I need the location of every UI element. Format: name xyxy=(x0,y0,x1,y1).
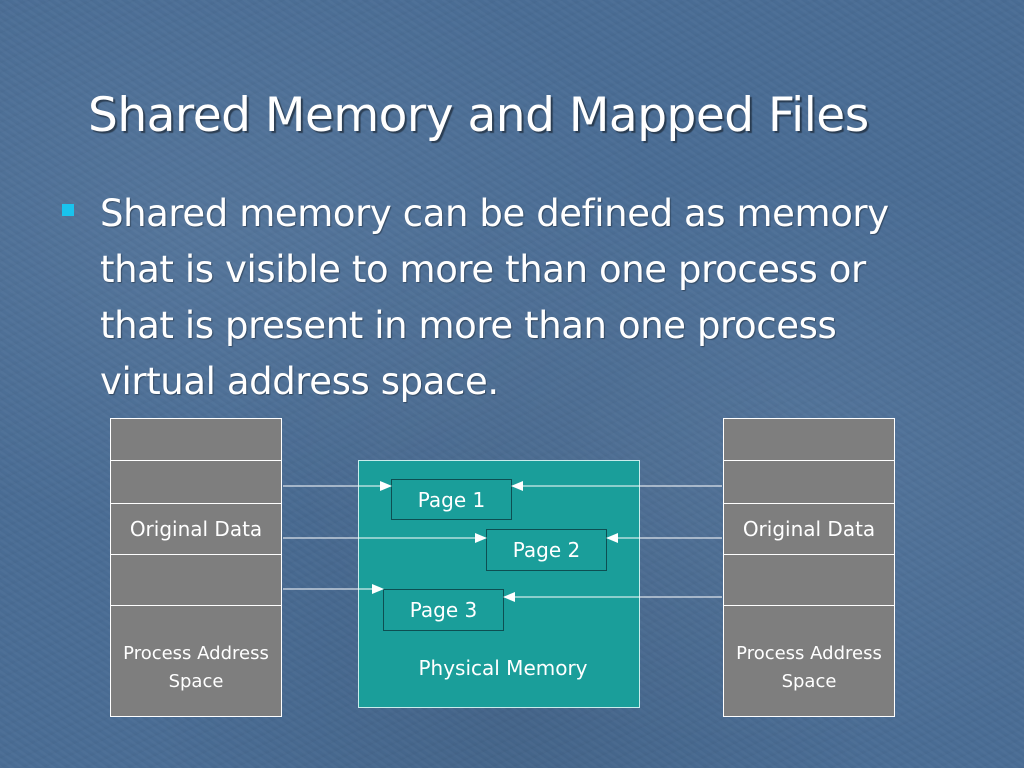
square-bullet-icon xyxy=(62,204,74,216)
page-3-box: Page 3 xyxy=(383,589,504,631)
bullet-item: Shared memory can be defined as memory t… xyxy=(62,186,942,410)
right-process-segment-2 xyxy=(723,460,895,504)
right-original-data: Original Data xyxy=(723,503,895,555)
page-2-box: Page 2 xyxy=(486,529,607,571)
bullet-text: Shared memory can be defined as memory t… xyxy=(100,192,889,403)
left-process-segment-1 xyxy=(110,418,282,461)
physical-memory-label: Physical Memory xyxy=(418,656,588,680)
page-1-box: Page 1 xyxy=(391,479,512,520)
right-process-address-space-label: Process Address Space xyxy=(723,605,895,717)
right-process-segment-4 xyxy=(723,554,895,606)
slide-title: Shared Memory and Mapped Files xyxy=(88,88,869,143)
left-process-address-space-label: Process Address Space xyxy=(110,605,282,717)
left-original-data: Original Data xyxy=(110,503,282,555)
